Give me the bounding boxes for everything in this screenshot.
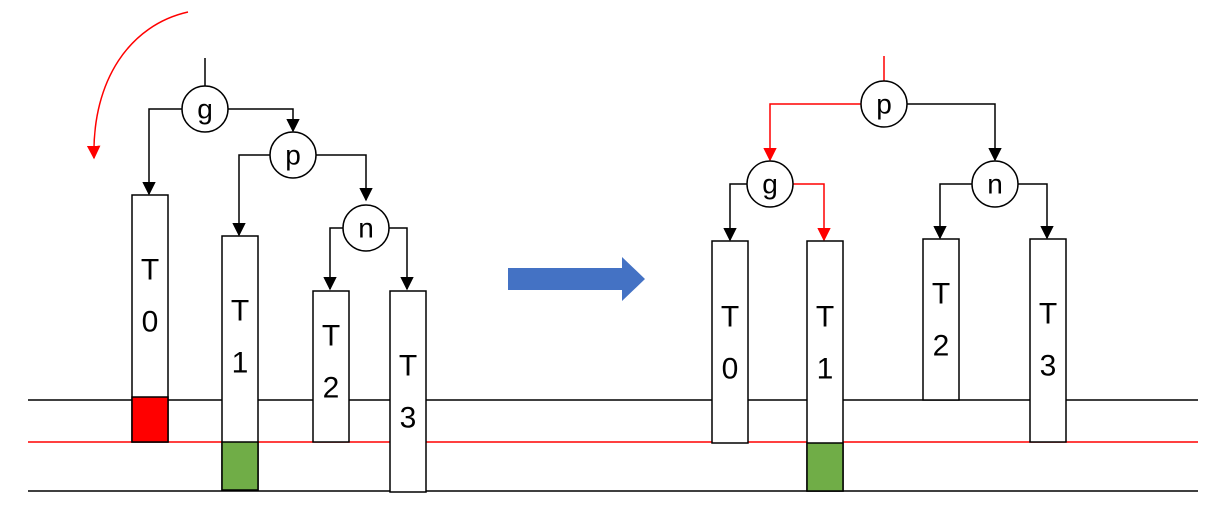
edge-g-t0 (142, 108, 182, 196)
node-p-label: p (285, 140, 301, 171)
edge-p-n (316, 154, 373, 202)
subtree-t3-after: T 3 (1029, 238, 1067, 443)
edge-p-n-after (907, 103, 1002, 162)
subtree-t3: T 3 (389, 290, 427, 493)
edge-p-g (763, 103, 861, 162)
node-g-after: g (746, 160, 794, 208)
t1-after-label-digit: 1 (817, 353, 834, 386)
t3-label-letter: T (399, 350, 417, 383)
edge-g-t1-after (793, 183, 831, 242)
node-p: p (269, 131, 317, 179)
t0-after-label-letter: T (721, 301, 739, 334)
t0-label-digit: 0 (142, 306, 159, 339)
rotation-arrow-icon (86, 11, 189, 160)
node-n-label: n (358, 213, 374, 244)
t2-after-label-letter: T (932, 278, 950, 311)
node-g: g (181, 85, 229, 133)
t3-label-digit: 3 (400, 402, 417, 435)
t1-label-digit: 1 (232, 347, 249, 380)
subtree-t0: T 0 (131, 194, 169, 443)
t0-label-letter: T (141, 254, 159, 287)
node-n-after: n (971, 160, 1019, 208)
edge-g-p (228, 108, 300, 133)
subtree-t1-after: T 1 (806, 240, 844, 492)
t2-label-digit: 2 (323, 372, 340, 405)
node-p-after: p (860, 80, 908, 128)
t0-red-block (131, 396, 169, 443)
edge-g-t0-after (723, 183, 747, 242)
node-g-after-label: g (762, 169, 778, 200)
subtree-t1: T 1 (221, 235, 259, 491)
subtree-t2: T 2 (312, 290, 350, 443)
t2-label-letter: T (322, 320, 340, 353)
edge-n-t3-after (1018, 183, 1054, 240)
node-n: n (342, 204, 390, 252)
edge-n-t3 (389, 227, 414, 291)
t0-after-label-digit: 0 (722, 353, 739, 386)
t3-after-label-digit: 3 (1040, 350, 1057, 383)
edge-n-t2 (323, 227, 343, 291)
t1-green-block (221, 441, 259, 491)
t1-after-label-letter: T (816, 301, 834, 334)
transition-arrow-icon (508, 257, 645, 301)
node-g-label: g (197, 94, 213, 125)
t1-label-letter: T (231, 295, 249, 328)
before-tree: g p n T 0 T 1 T 2 T (86, 11, 427, 493)
node-p-after-label: p (876, 89, 892, 120)
edge-n-t2-after (933, 183, 972, 240)
t3-after-label-letter: T (1039, 298, 1057, 331)
subtree-t2-after: T 2 (922, 238, 960, 401)
subtree-t0-after: T 0 (711, 240, 749, 444)
node-n-after-label: n (987, 169, 1003, 200)
t1-after-green-block (806, 442, 844, 492)
t2-after-label-digit: 2 (933, 330, 950, 363)
after-tree: p g n T 0 T 1 T 2 T 3 (711, 56, 1067, 492)
edge-p-t1 (232, 154, 270, 237)
